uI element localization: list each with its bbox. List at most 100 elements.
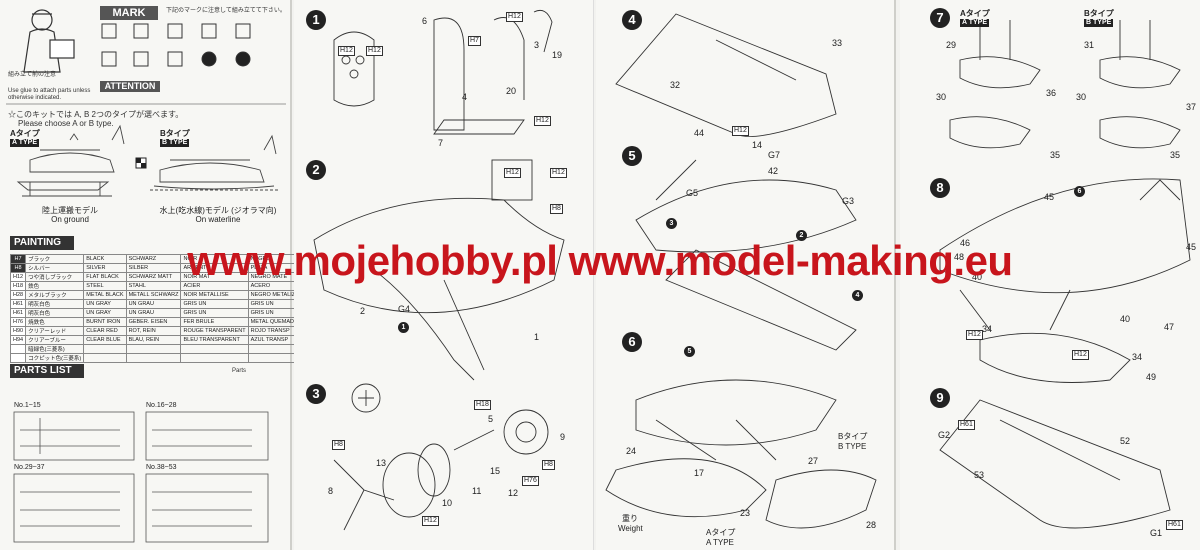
part-label: 53 — [974, 470, 985, 480]
part-label: 8 — [328, 486, 334, 496]
mark-symbols — [101, 23, 251, 67]
part-label: 7 — [438, 138, 444, 148]
painting-cell-de: BLAU, REIN — [125, 335, 182, 345]
sub-step-badge: 5 — [684, 346, 695, 357]
part-label: G5 — [686, 188, 699, 198]
paint-code-badge: H76 — [522, 476, 539, 486]
part-label: 44 — [694, 128, 705, 138]
step-4-number: 4 — [622, 10, 642, 30]
part-label: 12 — [508, 488, 519, 498]
painting-cell-de: GEBER. EISEN — [125, 317, 182, 327]
part-label: 30 — [936, 92, 947, 102]
part-label: 33 — [832, 38, 843, 48]
left-panel-artwork — [6, 9, 286, 543]
type-a-caption-jp: 陸上運搬モデル — [42, 206, 98, 215]
parts-legend: Parts — [232, 368, 247, 374]
part-label: 34 — [1132, 352, 1143, 362]
part-label: 14 — [752, 140, 763, 150]
painting-cell-jp: 焼鉄色 — [25, 317, 85, 327]
part-label: 46 — [960, 238, 971, 248]
painting-cell-en — [83, 353, 127, 363]
painting-cell-de: UN GRAU — [125, 299, 182, 309]
sub-step-badge: 6 — [1074, 186, 1085, 197]
type-a-en: A TYPE — [10, 139, 40, 147]
painting-cell-code: H94 — [9, 335, 27, 345]
float-struts-drawing — [949, 20, 1181, 149]
parts-group-3: No.29~37 — [14, 464, 45, 471]
painting-cell-fr: BLEU TRANSPARENT — [180, 335, 249, 345]
mark-intro-jp: 下記のマークに注意して組み立てて下さい。 — [166, 8, 286, 14]
step-9-number: 9 — [930, 388, 950, 408]
painting-cell-jp: 暗緑色(三菱系) — [25, 344, 85, 354]
seaplane-assembly-drawing — [939, 178, 1191, 383]
sub-step-badge: 1 — [398, 322, 409, 333]
paint-code-badge: H12 — [422, 516, 439, 526]
parts-group-2: No.16~28 — [146, 402, 177, 409]
painting-cell-de — [125, 344, 182, 354]
part-label: 45 — [1044, 192, 1055, 202]
part-label: G3 — [842, 196, 855, 206]
steps-4-6-panel: 4 5 6 33 32 44 H12 14 G7 42 G5 G3 3 2 4 … — [596, 0, 896, 550]
part-label: 35 — [1050, 150, 1061, 160]
parts-group-4: No.38~53 — [146, 464, 177, 471]
paint-code-badge: H12 — [506, 12, 523, 22]
part-label: 40 — [1120, 314, 1131, 324]
parts-list-heading: PARTS LIST — [10, 364, 84, 378]
step7-b-type-en: B TYPE — [1084, 19, 1114, 27]
step-3-number: 3 — [306, 384, 326, 404]
part-label: 45 — [1186, 242, 1197, 252]
part-label: 15 — [490, 466, 501, 476]
part-label: 32 — [670, 80, 681, 90]
sub-step-badge: 3 — [666, 218, 677, 229]
type-intro-en: Please choose A or B type. — [18, 119, 114, 128]
paint-code-badge: H18 — [474, 400, 491, 410]
sub-step-badge: 4 — [852, 290, 863, 301]
painting-cell-jp: メタルブラック — [25, 290, 85, 300]
type-a-caption: 陸上運搬モデル On ground — [10, 206, 130, 224]
paint-code-badge: H61 — [958, 420, 975, 430]
engine-propeller-drawing — [333, 383, 549, 531]
glue-note-en: Use glue to attach parts unless otherwis… — [8, 88, 91, 101]
part-label: 35 — [1170, 150, 1181, 160]
part-label: 47 — [1164, 322, 1175, 332]
mascot-icon — [23, 9, 75, 73]
mark-heading: MARK — [100, 6, 158, 20]
step-6-number: 6 — [622, 332, 642, 352]
type-b-plane-drawing — [150, 134, 280, 191]
attention-heading: ATTENTION — [100, 81, 160, 92]
b-type-label-en: B TYPE — [838, 442, 867, 451]
steps-7-9-panel: 7 8 9 Aタイプ A TYPE Bタイプ B TYPE 29 31 36 3… — [900, 0, 1200, 550]
part-label: 52 — [1120, 436, 1131, 446]
painting-cell-code: H90 — [9, 326, 27, 336]
painting-cell-de: UN GRAU — [125, 308, 182, 318]
step7-b-type-jp: Bタイプ — [1084, 9, 1114, 18]
cockpit-panel-drawing — [333, 9, 553, 135]
part-label: 13 — [376, 458, 387, 468]
painting-row: 暗緑色(三菱系) — [9, 344, 338, 354]
weight-label-jp: 重り — [622, 514, 638, 523]
step-8-number: 8 — [930, 178, 950, 198]
part-label: G7 — [768, 150, 781, 160]
parts-sprue-drawings — [13, 411, 269, 543]
part-label: 48 — [954, 252, 965, 262]
painting-cell-code: H61 — [9, 299, 27, 309]
step7-a-type-tag: Aタイプ A TYPE — [960, 10, 990, 27]
painting-cell-de: METALL SCHWARZ — [125, 290, 182, 300]
glue-note-jp: 組み立て前の注意 — [8, 72, 57, 78]
step-1-number: 1 — [306, 10, 326, 30]
painting-cell-fr: NOIR METALLISE — [180, 290, 249, 300]
painting-cell-en — [83, 344, 127, 354]
painting-cell-jp: 明灰白色 — [25, 299, 85, 309]
paint-code-badge: H12 — [504, 168, 521, 178]
painting-row: コクピット色(三菱系) — [9, 353, 338, 363]
type-a-tag: Aタイプ A TYPE — [10, 130, 40, 147]
part-label: 31 — [1084, 40, 1095, 50]
paint-code-badge: H7 — [468, 36, 481, 46]
painting-cell-fr: ROUGE TRANSPARENT — [180, 326, 249, 336]
painting-cell-de: ROT, REIN — [125, 326, 182, 336]
part-label: 30 — [1076, 92, 1087, 102]
